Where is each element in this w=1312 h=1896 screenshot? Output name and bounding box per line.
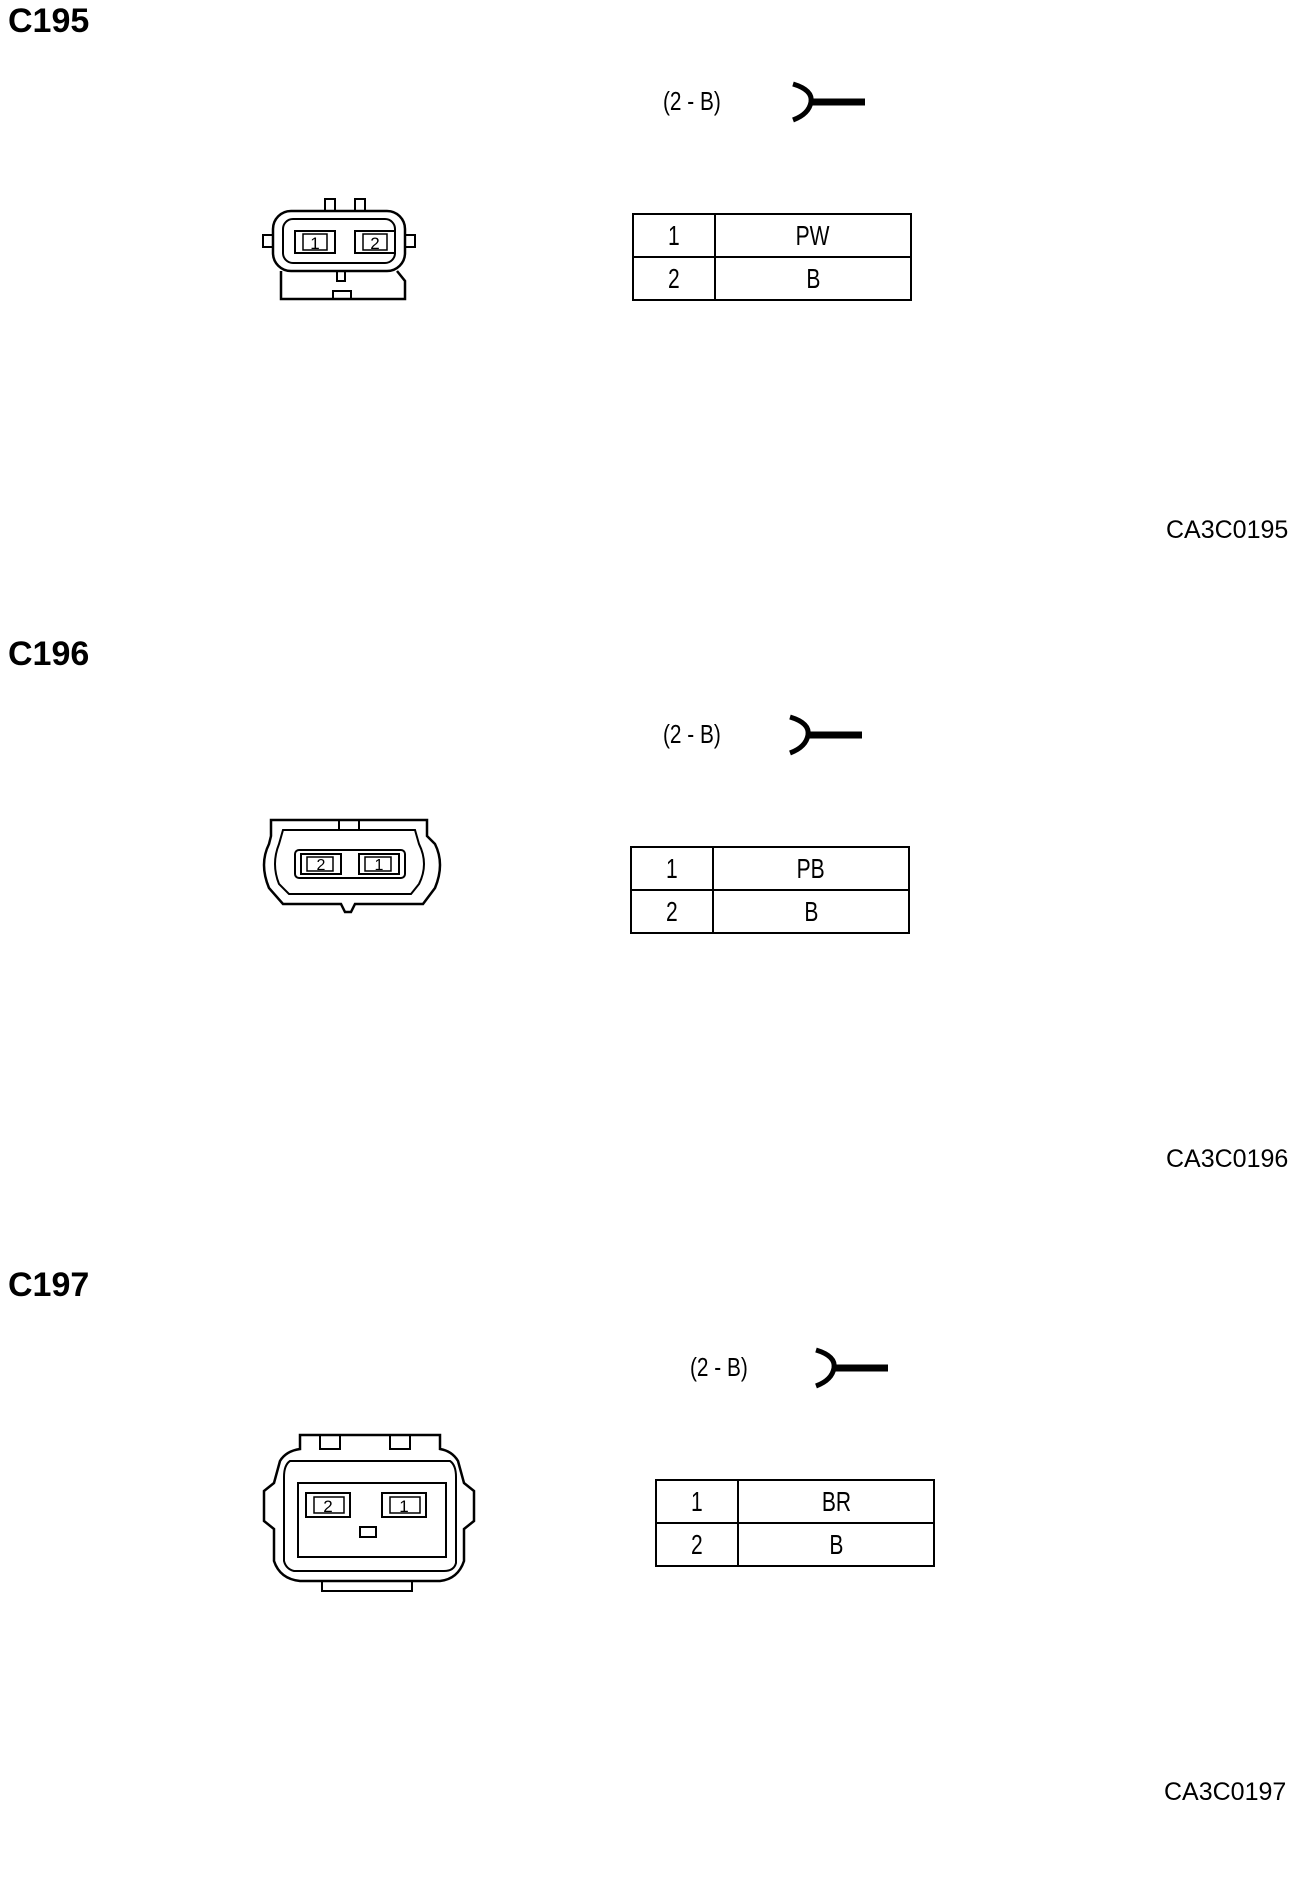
wire-color-cell: B <box>712 889 910 934</box>
table-row: 1 PB <box>630 846 910 891</box>
wire-terminal-icon <box>815 1347 888 1389</box>
pin-wire-table: 1 PB 2 B <box>630 846 910 934</box>
pin-cell: 1 <box>632 213 716 258</box>
pin-type-label: (2 - B) <box>663 86 721 116</box>
connector-section-c196: C196 (2 - B) 2 1 1 PB 2 B CA3C0196 <box>0 633 1312 1263</box>
table-row: 1 BR <box>655 1479 935 1524</box>
table-row: 2 B <box>630 889 910 934</box>
pin-wire-table: 1 BR 2 B <box>655 1479 935 1567</box>
pin-number-label: 1 <box>375 857 384 874</box>
pin-number-label: 2 <box>323 1497 332 1516</box>
pin-number-label: 2 <box>317 857 326 874</box>
connector-title: C197 <box>8 1266 90 1304</box>
pin-cell: 2 <box>632 256 716 301</box>
connector-section-c195: C195 (2 - B) 1 2 1 PW 2 B CA3C0195 <box>0 0 1312 630</box>
table-row: 1 PW <box>632 213 912 258</box>
pin-cell: 2 <box>630 889 714 934</box>
wire-color-cell: PW <box>714 213 912 258</box>
pin-type-label: (2 - B) <box>663 719 721 749</box>
wire-color-cell: BR <box>737 1479 935 1524</box>
pin-cell: 1 <box>655 1479 739 1524</box>
connector-title: C196 <box>8 635 90 673</box>
pin-number-label: 1 <box>399 1497 408 1516</box>
table-row: 2 B <box>655 1522 935 1567</box>
figure-code: CA3C0196 <box>1166 1145 1289 1173</box>
wire-terminal-icon <box>789 714 862 756</box>
pin-number-label: 2 <box>370 234 379 253</box>
connector-face-diagram: 2 1 <box>262 1433 476 1592</box>
pin-type-label: (2 - B) <box>690 1352 748 1382</box>
connector-section-c197: C197 (2 - B) 2 1 1 BR 2 B CA3C0197 <box>0 1266 1312 1896</box>
figure-code: CA3C0195 <box>1166 516 1289 544</box>
connector-title: C195 <box>8 2 90 40</box>
pin-cell: 2 <box>655 1522 739 1567</box>
table-row: 2 B <box>632 256 912 301</box>
wire-color-cell: B <box>737 1522 935 1567</box>
wire-color-cell: PB <box>712 846 910 891</box>
connector-face-diagram: 1 2 <box>262 198 416 301</box>
pin-number-label: 1 <box>310 234 319 253</box>
wire-color-cell: B <box>714 256 912 301</box>
figure-code: CA3C0197 <box>1164 1778 1287 1806</box>
wire-terminal-icon <box>792 81 865 123</box>
connector-face-diagram: 2 1 <box>262 818 442 914</box>
pin-cell: 1 <box>630 846 714 891</box>
pin-wire-table: 1 PW 2 B <box>632 213 912 301</box>
